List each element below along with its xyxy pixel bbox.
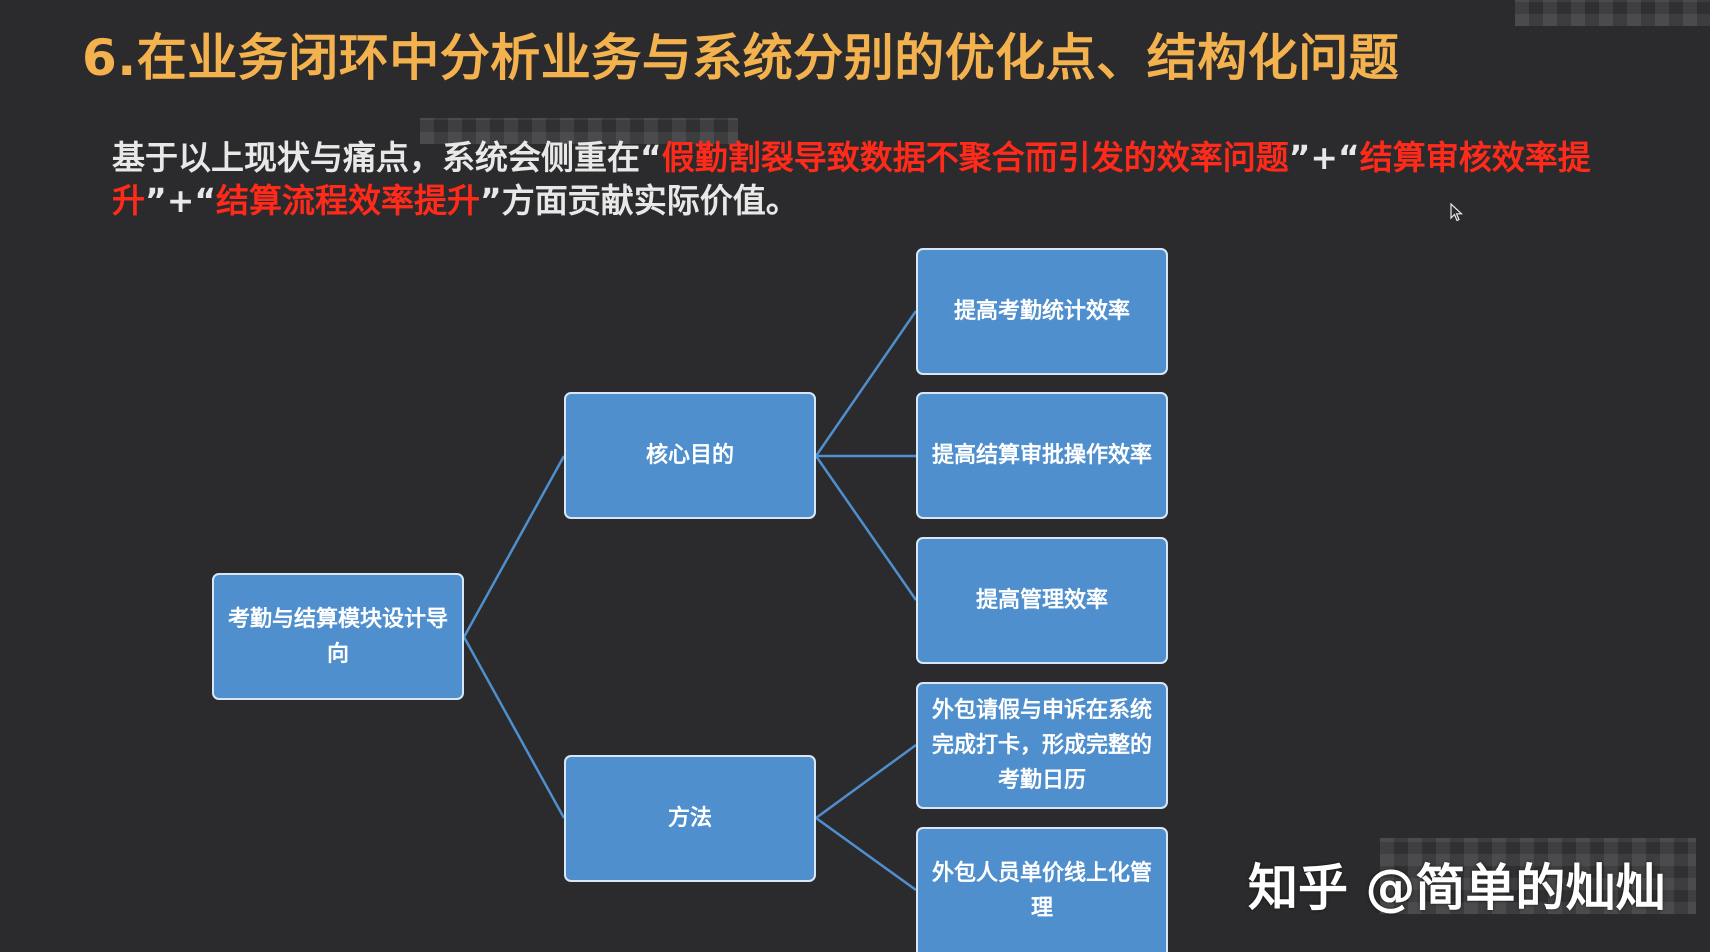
connector-core-goal1 — [814, 310, 918, 457]
intro-highlight-1: 假勤割裂导致数据不聚合而引发的效率问题 — [661, 138, 1289, 177]
slide-title: 6.在业务闭环中分析业务与系统分别的优化点、结构化问题 — [82, 29, 1400, 87]
connector-method-m2 — [815, 816, 917, 892]
intro-highlight-3: 结算流程效率提升 — [216, 181, 481, 220]
node-core-purpose: 核心目的 — [564, 392, 816, 519]
node-goal-attendance-stats: 提高考勤统计效率 — [916, 248, 1168, 375]
node-method-leave-appeal: 外包请假与申诉在系统完成打卡，形成完整的考勤日历 — [916, 682, 1168, 809]
connector-root-core — [462, 455, 566, 638]
node-method: 方法 — [564, 755, 816, 882]
connector-method-m1 — [815, 743, 917, 820]
node-root: 考勤与结算模块设计导向 — [212, 573, 464, 700]
watermark: 知乎 @简单的灿灿 — [1248, 859, 1666, 917]
connector-root-method — [462, 636, 566, 819]
intro-text-1: 基于以上现状与痛点，系统会侧重在“ — [112, 138, 662, 177]
node-goal-management: 提高管理效率 — [916, 537, 1168, 664]
intro-highlight-2: 结算审核效率提升 — [112, 138, 1591, 220]
mouse-cursor-icon — [1450, 203, 1464, 222]
node-method-unit-price: 外包人员单价线上化管理 — [916, 827, 1168, 952]
mosaic-blur-intro — [420, 118, 738, 144]
intro-text-4: ”方面贡献实际价值。 — [480, 181, 799, 220]
intro-text-3: ”+“ — [145, 181, 217, 220]
mosaic-blur-watermark — [1380, 838, 1696, 914]
connector-core-goal3 — [814, 455, 918, 601]
intro-text-2: ”+“ — [1288, 138, 1360, 177]
mosaic-blur-top-right — [1515, 0, 1710, 26]
intro-paragraph: 基于以上现状与痛点，系统会侧重在“假勤割裂导致数据不聚合而引发的效率问题”+“结… — [112, 136, 1682, 222]
node-goal-settlement-approval: 提高结算审批操作效率 — [916, 392, 1168, 519]
